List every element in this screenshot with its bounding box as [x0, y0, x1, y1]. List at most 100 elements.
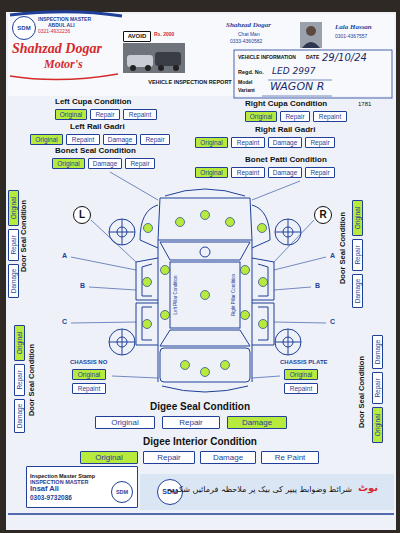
side-marker: L	[73, 206, 91, 224]
box-text: SDM	[116, 489, 128, 495]
section-heading: Door Seal Condition	[339, 212, 347, 284]
option-box: Original	[55, 109, 87, 120]
box-text: Damage	[93, 160, 118, 167]
option-box: Original	[284, 369, 318, 380]
box-text: Repaint	[290, 385, 312, 392]
phone-number: 0333-4360582	[230, 39, 262, 45]
price-label: Rs. 2000	[154, 32, 174, 38]
phone-number: 0321-4932236	[38, 29, 70, 35]
box-text: Original	[290, 371, 312, 378]
box-text: Repair	[310, 169, 329, 176]
box-text: Repair	[374, 378, 381, 397]
callout-letter: A	[62, 252, 67, 260]
option-box: Damage	[372, 335, 383, 369]
section-heading: Door Seal Condition	[358, 356, 366, 428]
option-box: Re Paint	[261, 451, 319, 464]
stamp-box: Inspection Master StampINSPECTION MASTER…	[26, 466, 138, 508]
option-box: Original	[245, 111, 277, 122]
section-heading: Left Rail Gadri	[70, 123, 125, 132]
box-text: Original	[200, 139, 222, 146]
box-text: Repair	[179, 418, 203, 427]
box-text: Repair	[285, 113, 304, 120]
option-box: Original	[195, 137, 228, 148]
option-box: Repair	[372, 372, 383, 404]
box-text: Damage	[374, 340, 381, 365]
box-text: Repair	[10, 235, 17, 254]
option-box: Damage	[88, 158, 122, 169]
box-text: Re Paint	[275, 453, 306, 462]
box-text: Original	[111, 418, 139, 427]
field-label: VEHICLE INFORMATION	[238, 55, 296, 61]
option-box: Repair	[305, 137, 335, 148]
option-box: Original	[95, 416, 155, 429]
box-text: Damage	[273, 139, 298, 146]
option-box: Repaint	[123, 109, 157, 120]
option-box: Repaint	[231, 137, 265, 148]
box-text: Repair	[95, 111, 114, 118]
box-text: Repair	[157, 453, 181, 462]
phone-number: 0301-4367557	[335, 34, 367, 40]
box-text: L	[79, 209, 85, 221]
option-box: Repaint	[284, 383, 318, 394]
option-box: Repaint	[231, 167, 265, 178]
box-text: Damage	[273, 169, 298, 176]
option-box: Original	[14, 325, 25, 361]
field-label: Model	[238, 80, 252, 86]
section-heading: CHASSIS NO	[70, 359, 107, 366]
company-name: INSPECTION MASTER	[38, 17, 91, 23]
box-text: Original	[35, 136, 57, 143]
option-box: Damage	[352, 274, 363, 308]
box-text: AVOID	[128, 33, 147, 40]
note-marker: نوٹ	[358, 482, 378, 493]
option-box: Repaint	[72, 383, 106, 394]
job-title: Chat Man	[238, 32, 260, 38]
section-heading: Left Cupa Condition	[55, 98, 131, 107]
stamp-heading: Inspection Master Stamp	[30, 473, 95, 479]
option-box: Damage	[200, 451, 256, 464]
box-text: Damage	[242, 418, 272, 427]
box-text: Repair	[354, 245, 361, 264]
box-text: Repair	[130, 160, 149, 167]
option-box: Original	[8, 190, 19, 226]
option-box: Original	[30, 134, 63, 145]
option-box: Original	[352, 200, 363, 236]
section-heading: Door Seal Condition	[28, 344, 36, 416]
handwritten-value: WAGON R	[270, 81, 324, 93]
box-text: Original	[250, 113, 272, 120]
part-label: Right Pillar Condition	[232, 274, 237, 316]
option-box: Repair	[14, 364, 25, 396]
company-name: Shahzad Dogar	[12, 41, 102, 56]
option-box: Original	[80, 451, 138, 464]
section-heading: Right Rail Gadri	[255, 126, 315, 135]
box-text: Repair	[310, 139, 329, 146]
box-text: Insaf Ali	[30, 485, 59, 494]
company-name: Motor's	[44, 58, 83, 71]
option-box: Original	[52, 158, 85, 169]
handwritten-value: LED 2997	[272, 67, 315, 77]
box-text: Repaint	[237, 169, 259, 176]
form-title: VEHICLE INSPECTION REPORT	[148, 79, 231, 85]
option-box: Repair	[125, 158, 155, 169]
callout-letter: C	[62, 318, 67, 326]
option-box: Damage	[268, 137, 302, 148]
terms-note: شرائط وضوابط پیپر کی بیک پر ملاحظہ فرمائ…	[167, 486, 352, 495]
option-box: Damage	[14, 399, 25, 433]
callout-letter: B	[315, 282, 320, 290]
box-text: R	[319, 209, 326, 221]
box-text: Original	[200, 169, 222, 176]
section-heading: CHASSIS PLATE	[280, 359, 328, 366]
person-name: ABDUL ALI	[48, 23, 75, 29]
section-heading: Digee Seal Condition	[150, 401, 250, 412]
box-text: Repair	[145, 136, 164, 143]
option-box: Repaint	[66, 134, 100, 145]
person-name: Lala Hassan	[335, 24, 372, 32]
field-label: DATE	[306, 55, 319, 61]
option-box: Original	[195, 167, 228, 178]
callout-letter: B	[80, 282, 85, 290]
option-box: Original	[372, 407, 383, 443]
box-text: Repaint	[78, 385, 100, 392]
box-text: Repaint	[129, 111, 151, 118]
warning-box: AVOID	[123, 31, 151, 42]
box-text: Repaint	[319, 113, 341, 120]
